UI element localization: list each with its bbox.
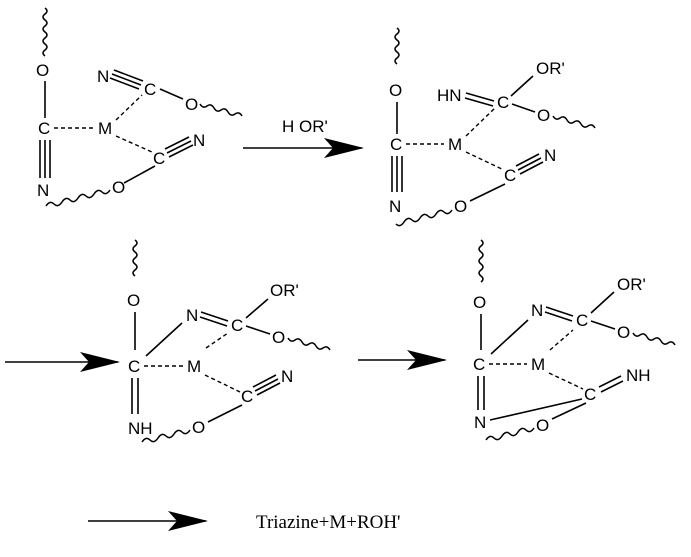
atom-n-label: N [389,197,401,216]
atom-o-label: O [454,197,467,216]
atom-c-label: C [128,357,140,376]
atom-o-label: O [617,323,630,342]
coordination-bond [116,95,142,120]
atom-o-label: O [537,106,550,125]
bond-single [491,320,528,354]
atom-c-label: C [576,311,588,330]
atom-or-label: OR' [617,275,646,294]
atom-n-label: N [531,301,543,320]
atom-c-label: C [390,135,402,154]
polymer-chain-wavy [479,240,483,282]
atom-or-label: OR' [270,281,299,300]
atom-hn-label: HN [437,86,462,105]
coordination-bond [205,375,240,392]
structure-4: O C N C OR' O M C NH O N [473,240,675,440]
atom-c-label: C [473,355,485,374]
polymer-chain-wavy [43,8,47,56]
atom-n-label: N [97,67,109,86]
bond-double [601,381,623,392]
coordination-bond [116,136,152,152]
atom-n-label: N [37,181,49,200]
bond-single [470,184,505,201]
atom-c-label: C [497,93,509,112]
atom-n-label: N [281,367,293,386]
atom-c-label: C [241,387,253,406]
atom-n-label: N [193,131,205,150]
polymer-chain-wavy [486,428,534,440]
metal-m-label: M [531,355,545,374]
bond-single [511,76,533,96]
structure-2: O C N M HN C OR' O C N O [389,28,595,226]
atom-c-label: C [504,166,516,185]
structure-1: O C N M N C O C N O [36,8,242,206]
product-caption: Triazine+M+ROH' [256,512,401,533]
bond-triple [110,78,139,89]
bond-double [545,312,572,321]
coordination-bond [550,330,573,350]
coordination-bond [206,333,228,348]
metal-m-label: M [187,357,201,376]
bond-single [160,89,183,99]
atom-or-label: OR' [536,59,565,78]
bond-triple [112,74,141,85]
atom-o-label: O [389,81,402,100]
bond-single [591,292,614,313]
atom-c-label: C [38,119,50,138]
polymer-chain-wavy [288,338,330,350]
bond-double [599,376,621,387]
bond-single [512,104,535,112]
atom-o-label: O [192,418,205,437]
bond-double [200,317,227,326]
polymer-chain-wavy [396,210,452,226]
polymer-chain-wavy [200,104,242,116]
polymer-chain-wavy [133,240,137,276]
bond-single [208,405,242,422]
atom-o-label: O [36,61,49,80]
bond-triple [114,70,143,81]
reagent-label: H OR' [282,117,328,136]
reaction-arrow-1: H OR' [243,117,362,148]
atom-n-label: N [474,413,486,432]
metal-m-label: M [98,119,112,138]
polymer-chain-wavy [395,28,399,64]
bond-single [591,321,615,329]
atom-n-label: N [186,306,198,325]
atom-nh-label: NH [626,366,651,385]
coordination-bond [549,373,583,389]
atom-o-label: O [473,293,486,312]
atom-c-label: C [144,80,156,99]
bond-double [546,307,573,316]
metal-m-label: M [448,135,462,154]
coordination-bond [466,152,504,170]
bond-single [146,323,182,356]
bond-double [201,312,228,321]
polymer-chain-wavy [633,333,675,345]
atom-o-label: O [127,291,140,310]
atom-nh-label: NH [128,419,153,438]
atom-c-label: C [231,316,243,335]
atom-o-label: O [112,178,125,197]
polymer-chain-wavy [553,116,595,128]
structure-3: O C N C OR' O M C N O NH [127,240,330,442]
coordination-bond [466,108,495,136]
polymer-chain-wavy [46,190,110,206]
atom-o-label: O [185,95,198,114]
atom-c-label: C [153,149,165,168]
bond-single [246,326,270,334]
atom-o-label: O [272,328,285,347]
atom-o-label: O [536,416,549,435]
atom-n-label: N [544,146,556,165]
bond-single [246,299,268,318]
atom-c-label: C [584,385,596,404]
bond-single [124,166,155,183]
